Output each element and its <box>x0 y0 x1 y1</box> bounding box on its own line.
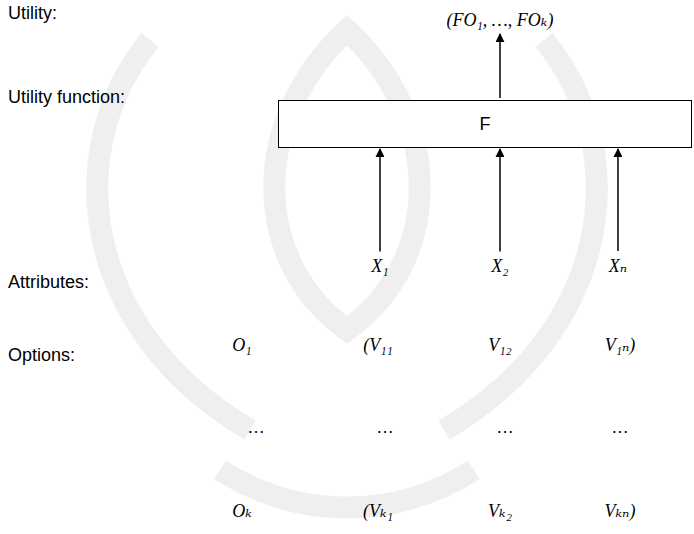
ellipsis: … <box>496 417 514 439</box>
attribute-value: (Vₖ₁ <box>363 501 393 523</box>
arrow-connector <box>617 149 619 251</box>
row-label: Utility function: <box>8 87 125 109</box>
node-text: F <box>480 114 491 135</box>
attribute-value: V₁ₙ) <box>605 335 636 357</box>
ellipsis: … <box>247 417 265 439</box>
ellipsis: … <box>611 417 629 439</box>
ellipsis: … <box>376 417 394 439</box>
arrow-connector <box>499 149 501 252</box>
attribute: X₁ <box>368 254 391 279</box>
row-label: Attributes: <box>8 272 89 294</box>
node-text: X₁ <box>371 256 388 276</box>
node-text: Xₙ <box>609 256 627 276</box>
attribute-value: V₁₂ <box>488 335 512 357</box>
utility-function-box: F <box>278 100 692 148</box>
attribute-value: Vₖ₂ <box>488 501 512 523</box>
utility-value: (FO₁, …, FOₖ) <box>444 7 557 33</box>
node-text: (FO₁, …, FOₖ) <box>447 10 554 30</box>
attribute: Xₙ <box>606 253 630 279</box>
attribute-value: Vₖₙ) <box>605 501 636 523</box>
option-name: Oₖ <box>232 501 252 523</box>
arrow-connector <box>379 149 381 252</box>
arrow-connector <box>499 34 501 98</box>
row-label: Options: <box>8 345 75 367</box>
row-label: Utility: <box>8 3 57 25</box>
option-name: O₁ <box>232 335 251 357</box>
attribute-value: (V₁₁ <box>363 335 393 357</box>
attribute: X₂ <box>488 254 511 279</box>
node-text: X₂ <box>491 256 508 276</box>
